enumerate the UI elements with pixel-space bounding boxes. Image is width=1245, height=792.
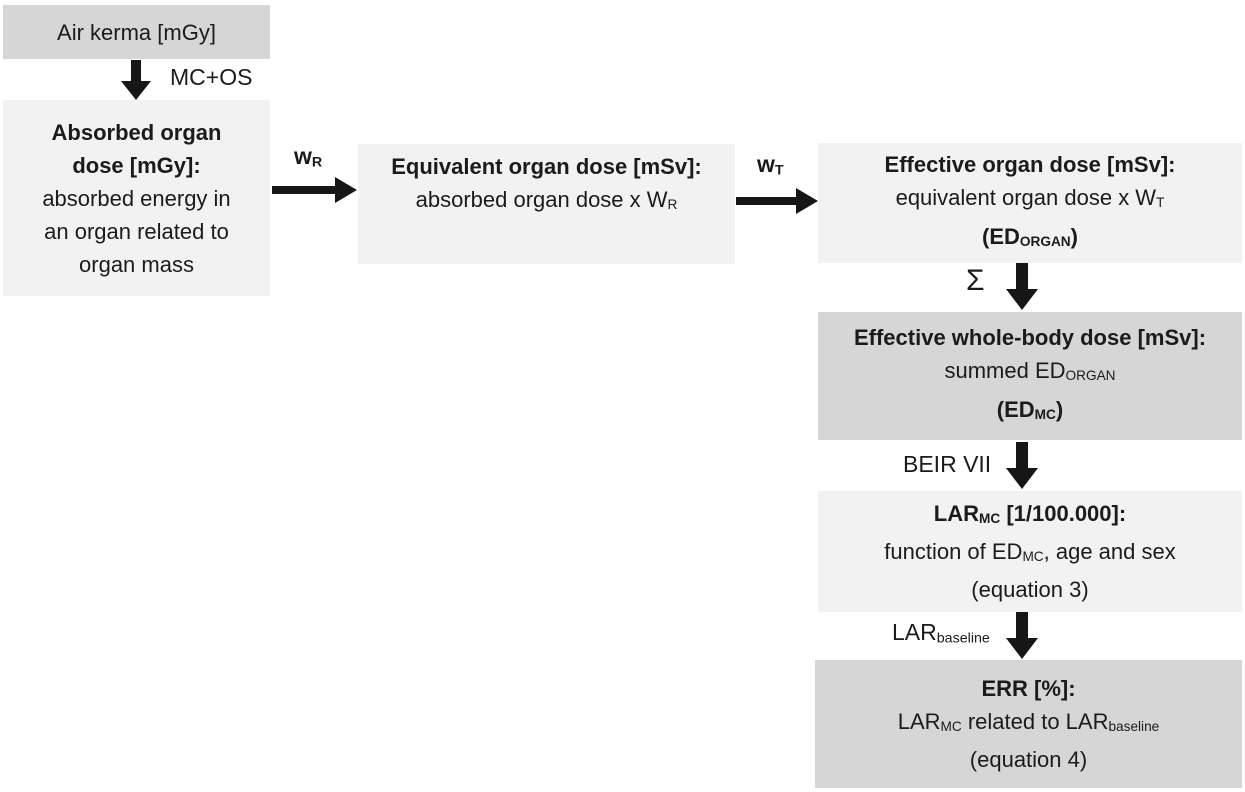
- lar-mc-title: LARMC [1/100.000]:: [933, 500, 1127, 526]
- equivalent-title: Equivalent organ dose [mSv]:: [391, 154, 702, 179]
- absorbed-body-line2: an organ related to: [44, 218, 229, 244]
- arrow-right-wr-icon: [272, 177, 357, 203]
- effective-organ-title: Effective organ dose [mSv]:: [884, 152, 1176, 178]
- effective-organ-tag: (EDORGAN): [982, 223, 1078, 249]
- absorbed-title-line2: dose [mGy]:: [72, 152, 201, 178]
- arrow-down-beir-icon: [1006, 442, 1038, 489]
- lar-mc-note: (equation 3): [971, 577, 1089, 603]
- effective-whole-body-dose-box: Effective whole-body dose [mSv]: summed …: [818, 312, 1242, 440]
- effective-organ-dose-box: Effective organ dose [mSv]: equivalent o…: [818, 143, 1242, 263]
- equivalent-body: absorbed organ dose x WR: [415, 187, 678, 213]
- mc-os-label: MC+OS: [170, 64, 253, 90]
- whole-body-title: Effective whole-body dose [mSv]:: [853, 325, 1207, 351]
- lar-mc-box: LARMC [1/100.000]: function of EDMC, age…: [818, 491, 1242, 612]
- err-note: (equation 4): [969, 747, 1088, 773]
- absorbed-title-line1: Absorbed organ: [51, 119, 222, 145]
- sum-label: Σ: [966, 264, 985, 297]
- arrow-down-lar-baseline-icon: [1006, 612, 1038, 659]
- err-body: LARMC related to LARbaseline: [897, 708, 1160, 735]
- absorbed-body-line1: absorbed energy in: [42, 185, 231, 211]
- absorbed-body-line3: organ mass: [79, 251, 194, 277]
- whole-body-body: summed EDORGAN: [944, 358, 1116, 384]
- arrow-down-mc-os-icon: [121, 60, 151, 100]
- err-title: ERR [%]:: [981, 675, 1076, 701]
- arrow-right-wt-icon: [736, 188, 818, 214]
- wt-label: wT: [757, 151, 784, 179]
- absorbed-organ-dose-box: Absorbed organ dose [mGy]: absorbed ener…: [3, 100, 270, 296]
- air-kerma-box: Air kerma [mGy]: [3, 5, 270, 59]
- lar-baseline-label: LARbaseline: [892, 619, 990, 647]
- beir-vii-label: BEIR VII: [903, 451, 992, 477]
- wr-label: wR: [294, 143, 323, 171]
- whole-body-tag: (EDMC): [996, 396, 1064, 422]
- air-kerma-label: Air kerma [mGy]: [57, 19, 216, 45]
- equivalent-organ-dose-box: Equivalent organ dose [mSv]: absorbed or…: [358, 144, 735, 264]
- effective-organ-body: equivalent organ dose x WT: [895, 185, 1165, 211]
- arrow-down-sum-icon: [1006, 263, 1038, 310]
- err-box: ERR [%]: LARMC related to LARbaseline (e…: [815, 660, 1242, 788]
- lar-mc-body: function of EDMC, age and sex: [884, 539, 1176, 565]
